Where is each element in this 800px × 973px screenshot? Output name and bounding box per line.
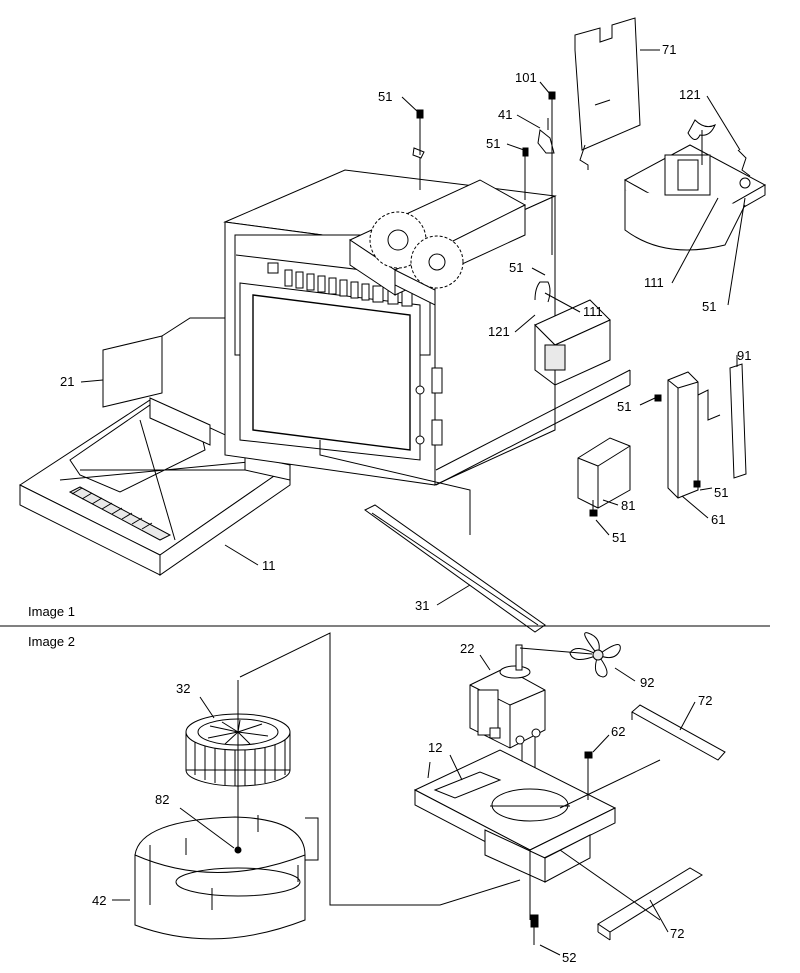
callout-51: 51 xyxy=(378,89,392,104)
blower-vanes xyxy=(194,740,286,786)
part-51-screw-e xyxy=(654,394,662,402)
stirrer-gear-assembly xyxy=(348,179,527,306)
part-71-side-panel xyxy=(574,17,641,170)
part-42-blower-housing xyxy=(134,815,319,940)
part-82-pin xyxy=(234,846,242,854)
callout-121: 121 xyxy=(679,87,701,102)
part-51-screw-f xyxy=(693,480,701,488)
callout-11: 11 xyxy=(262,558,276,573)
callout-52: 52 xyxy=(562,950,576,965)
callout-111: 111 xyxy=(583,304,603,319)
part-51-screw-top xyxy=(412,109,425,190)
part-62-screw xyxy=(584,751,593,800)
part-22-fan-motor xyxy=(469,644,546,790)
part-32-blower-wheel xyxy=(185,680,291,850)
part-81-cover xyxy=(577,437,631,517)
part-41-bracket xyxy=(537,118,555,154)
callout-42: 42 xyxy=(92,893,106,908)
image-2-assembly xyxy=(112,632,726,956)
callout-62: 62 xyxy=(611,724,625,739)
callout-22: 22 xyxy=(460,641,474,656)
callout-81: 81 xyxy=(621,498,635,513)
callout-51: 51 xyxy=(617,399,631,414)
part-31-front-strip xyxy=(364,504,546,633)
blower-hub-spokes xyxy=(207,719,269,745)
callout-92: 92 xyxy=(640,675,654,690)
leader-lines-image-2 xyxy=(112,654,696,956)
section-title-image-2: Image 2 xyxy=(28,634,75,649)
callout-82: 82 xyxy=(155,792,169,807)
callout-72: 72 xyxy=(698,693,712,708)
guide-lines-image-2 xyxy=(427,759,661,921)
image-1-assembly xyxy=(18,17,767,633)
section-title-image-1: Image 1 xyxy=(28,604,75,619)
fan-motor-assembly-upper xyxy=(623,119,767,251)
callout-61: 61 xyxy=(711,512,725,527)
callout-labels: 71 101 51 41 51 121 111 51 51 111 121 21… xyxy=(60,42,751,965)
callout-71: 71 xyxy=(662,42,676,57)
callout-111: 111 xyxy=(644,275,664,290)
part-91-strip xyxy=(729,363,747,479)
part-52-screw xyxy=(530,914,539,945)
callout-21: 21 xyxy=(60,374,74,389)
control-panel-keys xyxy=(267,262,413,307)
part-101-screw xyxy=(548,91,556,255)
part-72-strip-upper xyxy=(631,704,726,761)
callout-91: 91 xyxy=(737,348,751,363)
part-51-screw-b xyxy=(522,147,529,200)
part-92-fan-blade xyxy=(519,632,621,678)
part-61-side-bracket xyxy=(667,371,721,499)
callout-72: 72 xyxy=(670,926,684,941)
part-12-mounting-plate xyxy=(413,749,617,920)
leader-lines-image-1 xyxy=(80,49,746,606)
callout-51: 51 xyxy=(486,136,500,151)
callout-121: 121 xyxy=(488,324,510,339)
part-72-strip-lower xyxy=(597,867,703,941)
callout-32: 32 xyxy=(176,681,190,696)
callout-12: 12 xyxy=(428,740,442,755)
callout-101: 101 xyxy=(515,70,537,85)
transformer xyxy=(534,281,611,386)
callout-51: 51 xyxy=(714,485,728,500)
callout-31: 31 xyxy=(415,598,429,613)
callout-51: 51 xyxy=(702,299,716,314)
callout-51: 51 xyxy=(612,530,626,545)
assembly-reference-line xyxy=(239,632,521,906)
part-11-base-tray xyxy=(18,397,292,576)
callout-41: 41 xyxy=(498,107,512,122)
tray-vent-slots xyxy=(71,487,153,530)
callout-51: 51 xyxy=(509,260,523,275)
